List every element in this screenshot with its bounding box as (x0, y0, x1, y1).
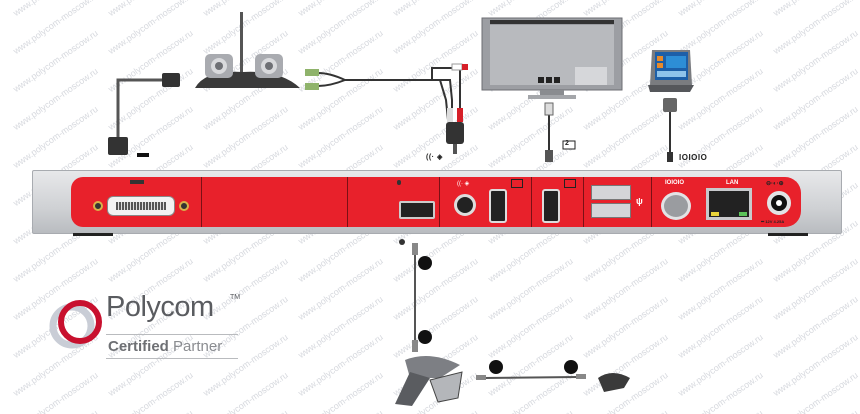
audio-cable (317, 67, 461, 121)
serial-port[interactable] (661, 192, 691, 220)
monitor-icon (481, 17, 623, 99)
camera-control-cable (116, 78, 165, 138)
camera-dvi-port[interactable] (93, 195, 189, 217)
lan-port[interactable] (706, 188, 752, 220)
hdmi-2-port[interactable] (542, 189, 560, 223)
audio-out-port[interactable] (454, 194, 476, 216)
logo-sub-rest: Partner (168, 338, 223, 355)
db-connector-top (162, 73, 180, 87)
rear-panel: ((· ◈ ψ IOIOIO LAN ⊖·◐·⊕ ⎓ 12V 4.25A (32, 170, 842, 236)
logo-subtitle: Certified Partner (108, 338, 222, 355)
power-polarity-icon: ⊖·◐·⊕ (766, 181, 784, 187)
usb-port-1[interactable] (591, 185, 631, 200)
db-connector-bottom (108, 137, 128, 155)
usb-port-2[interactable] (591, 203, 631, 218)
audio-cable-label: ((· ◈ (426, 154, 443, 161)
monitor-cable-number: 2 (565, 140, 570, 147)
camera-input-icon (130, 180, 144, 184)
extension-mic-icon (598, 373, 630, 392)
conference-phone-icon (395, 356, 463, 406)
logo-trademark: TM (230, 294, 241, 301)
serial-icon: IOIOIO (665, 180, 685, 186)
serial-cable-label: IOIOIO (679, 153, 708, 162)
logo-sub-bold: Certified (108, 338, 169, 355)
monitor-1-icon (511, 179, 523, 188)
mic-input-port[interactable] (399, 201, 435, 219)
monitor-2-icon (564, 179, 576, 188)
usb-icon: ψ (636, 196, 643, 206)
touch-control-icon (648, 50, 694, 92)
logo-divider-top (106, 334, 238, 335)
camera-icon (195, 12, 300, 88)
power-port[interactable] (767, 191, 791, 215)
port-strip: ((· ◈ ψ IOIOIO LAN ⊖·◐·⊕ ⎓ 12V 4.25A (71, 177, 801, 227)
microphone-icon (397, 180, 401, 185)
hdmi-1-port[interactable] (489, 189, 507, 223)
power-rating-label: ⎓ 12V 4.25A (761, 219, 785, 224)
lan-icon: LAN (726, 180, 739, 186)
logo-brand: Polycom (106, 291, 214, 323)
logo-divider-bottom (106, 358, 238, 359)
polycom-logo-icon (49, 300, 102, 349)
audio-out-icon: ((· ◈ (457, 181, 470, 187)
